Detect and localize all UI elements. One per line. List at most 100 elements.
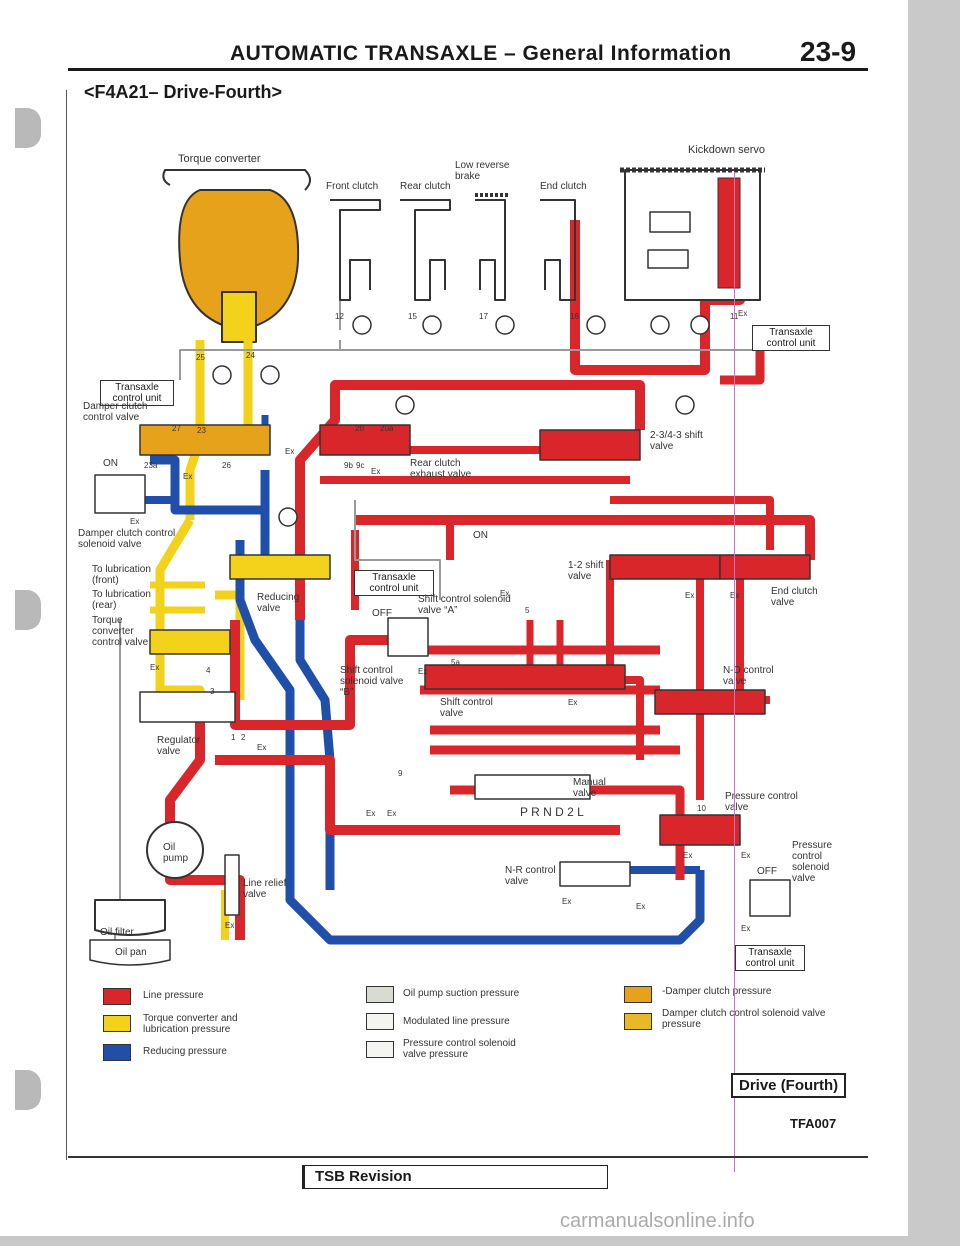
label-exhaust: Ex: [150, 663, 160, 672]
port-number: 5a: [451, 658, 460, 667]
tsb-revision-box: TSB Revision: [302, 1165, 608, 1189]
label-rear-clutch: Rear clutch: [400, 181, 451, 192]
label-off: OFF: [372, 608, 392, 619]
label-kickdown-servo: Kickdown servo: [688, 144, 766, 156]
converter-hub: [221, 291, 257, 343]
port-number: 16: [570, 312, 579, 321]
label-line-relief-valve: Line relief valve: [243, 878, 287, 900]
scan-artifact-line: [734, 172, 735, 1172]
port-number: 23: [197, 426, 206, 435]
port-number: 17: [479, 312, 488, 321]
label-exhaust: Ex: [257, 743, 267, 752]
label-transaxle-control-unit: Transaxle control unit: [735, 945, 805, 971]
label-exhaust: Ex: [366, 809, 376, 818]
label-pressure-control-valve: Pressure control valve: [725, 791, 798, 813]
port-number: 9b: [344, 461, 353, 470]
label-exhaust: Ex: [683, 851, 693, 860]
label-transaxle-control-unit: Transaxle control unit: [752, 325, 830, 351]
label-oil-pump: Oil pump: [163, 842, 189, 864]
label-exhaust: Ex: [636, 902, 646, 911]
legend-modulated-line: Modulated line pressure: [403, 1016, 510, 1027]
watermark: carmanualsonline.info: [560, 1210, 755, 1232]
label-rear-clutch-exhaust-valve: Rear clutch exhaust valve: [410, 458, 472, 480]
label-torque-converter-control-valve: Torque converter control valve: [92, 615, 149, 648]
port-number: 5: [525, 606, 530, 615]
label-exhaust: Ex: [285, 447, 295, 456]
damper-clutch-valve-body: [139, 424, 271, 456]
port-number: 3: [210, 687, 215, 696]
figure-code: TFA007: [790, 1116, 837, 1131]
label-shift-control-valve: Shift control valve: [440, 697, 493, 719]
port-number: 1: [231, 733, 236, 742]
section-subtitle: <F4A21– Drive-Fourth>: [84, 82, 283, 102]
port-number: 26: [222, 461, 231, 470]
label-shift-control-solenoid-b: Shift control solenoid valve “B”: [340, 665, 404, 698]
label-on: ON: [473, 530, 488, 541]
oil-pump-body: [146, 821, 204, 879]
label-off: OFF: [757, 866, 777, 877]
label-oil-pan: Oil pan: [115, 947, 147, 958]
legend-pressure-control-solenoid: Pressure control solenoid valve pressure: [403, 1038, 516, 1060]
port-number: 20a: [380, 424, 394, 433]
label-prnd2l: P R N D 2 L: [520, 805, 584, 819]
label-transaxle-control-unit: Transaxle control unit: [354, 570, 434, 596]
label-oil-filter: Oil filter: [100, 927, 134, 938]
port-number: 23a: [144, 461, 158, 470]
legend-oil-pump-suction: Oil pump suction pressure: [403, 988, 520, 999]
legend-damper-clutch-solenoid: Damper clutch control solenoid valve pre…: [662, 1008, 826, 1030]
legend-swatch-damper-clutch: [624, 986, 652, 1003]
oil-filter-body: [94, 899, 166, 936]
binder-hole: [15, 1070, 41, 1110]
port-number: 9c: [356, 461, 365, 470]
port-number: 2: [241, 733, 246, 742]
page-edge-strip: [908, 0, 960, 1246]
label-low-reverse: Low reverse: [455, 160, 510, 171]
label-2-3-4-3-shift-valve: 2-3/4-3 shift valve: [650, 430, 703, 452]
label-transaxle-control-unit: Transaxle control unit: [100, 380, 174, 406]
margin-rule: [66, 90, 67, 1160]
label-exhaust: Ex: [741, 851, 751, 860]
label-n-d-control-valve: N-D control valve: [723, 665, 774, 687]
label-shift-control-solenoid-a: Shift control solenoid valve “A”: [418, 594, 511, 616]
legend-swatch-oil-pump-suction: [366, 986, 394, 1003]
label-exhaust: Ex: [225, 921, 235, 930]
port-number: 10: [697, 804, 706, 813]
legend-swatch-damper-clutch-solenoid: [624, 1013, 652, 1030]
label-damper-clutch-control-solenoid-valve: Damper clutch control solenoid valve: [78, 528, 176, 550]
label-damper-clutch-control-valve: Damper clutch control valve: [83, 401, 148, 423]
port-number: 15: [408, 312, 417, 321]
label-regulator-valve: Regulator valve: [157, 735, 201, 757]
label-exhaust: Ex: [183, 472, 193, 481]
legend-reducing: Reducing pressure: [143, 1046, 227, 1057]
legend-swatch-line-pressure: [103, 988, 131, 1005]
port-number: 12: [335, 312, 344, 321]
legend-line-pressure: Line pressure: [143, 990, 204, 1001]
binder-hole: [15, 108, 41, 148]
label-to-lubrication-rear: To lubrication (rear): [92, 589, 151, 611]
legend-damper-clutch: -Damper clutch pressure: [662, 986, 772, 997]
legend-swatch-reducing: [103, 1044, 131, 1061]
legend-swatch-pressure-control-solenoid: [366, 1041, 394, 1058]
label-torque-converter: Torque converter: [178, 153, 261, 165]
label-front-clutch: Front clutch: [326, 181, 379, 192]
label-end-clutch-valve: End clutch valve: [771, 586, 818, 608]
label-exhaust: Ex: [562, 897, 572, 906]
label-exhaust: Ex: [685, 591, 695, 600]
label-exhaust: Ex: [371, 467, 381, 476]
label-exhaust: Ex: [738, 309, 748, 318]
label-exhaust: Ex: [500, 589, 510, 598]
port-number: 25: [196, 353, 205, 362]
port-number: 20: [355, 424, 364, 433]
label-end-clutch: End clutch: [540, 181, 587, 192]
port-number: 24: [246, 351, 255, 360]
label-to-lubrication-front: To lubrication (front): [92, 564, 151, 586]
legend-torque-converter-lube: Torque converter and lubrication pressur…: [143, 1013, 238, 1035]
binder-hole: [15, 590, 41, 630]
label-n-r-control-valve: N-R control valve: [505, 865, 556, 887]
label-manual-valve: Manual valve: [573, 777, 606, 799]
footer-rule: [68, 1156, 868, 1158]
port-number: 4: [206, 666, 211, 675]
label-reducing-valve: Reducing valve: [257, 592, 300, 614]
legend-swatch-modulated-line: [366, 1013, 394, 1030]
